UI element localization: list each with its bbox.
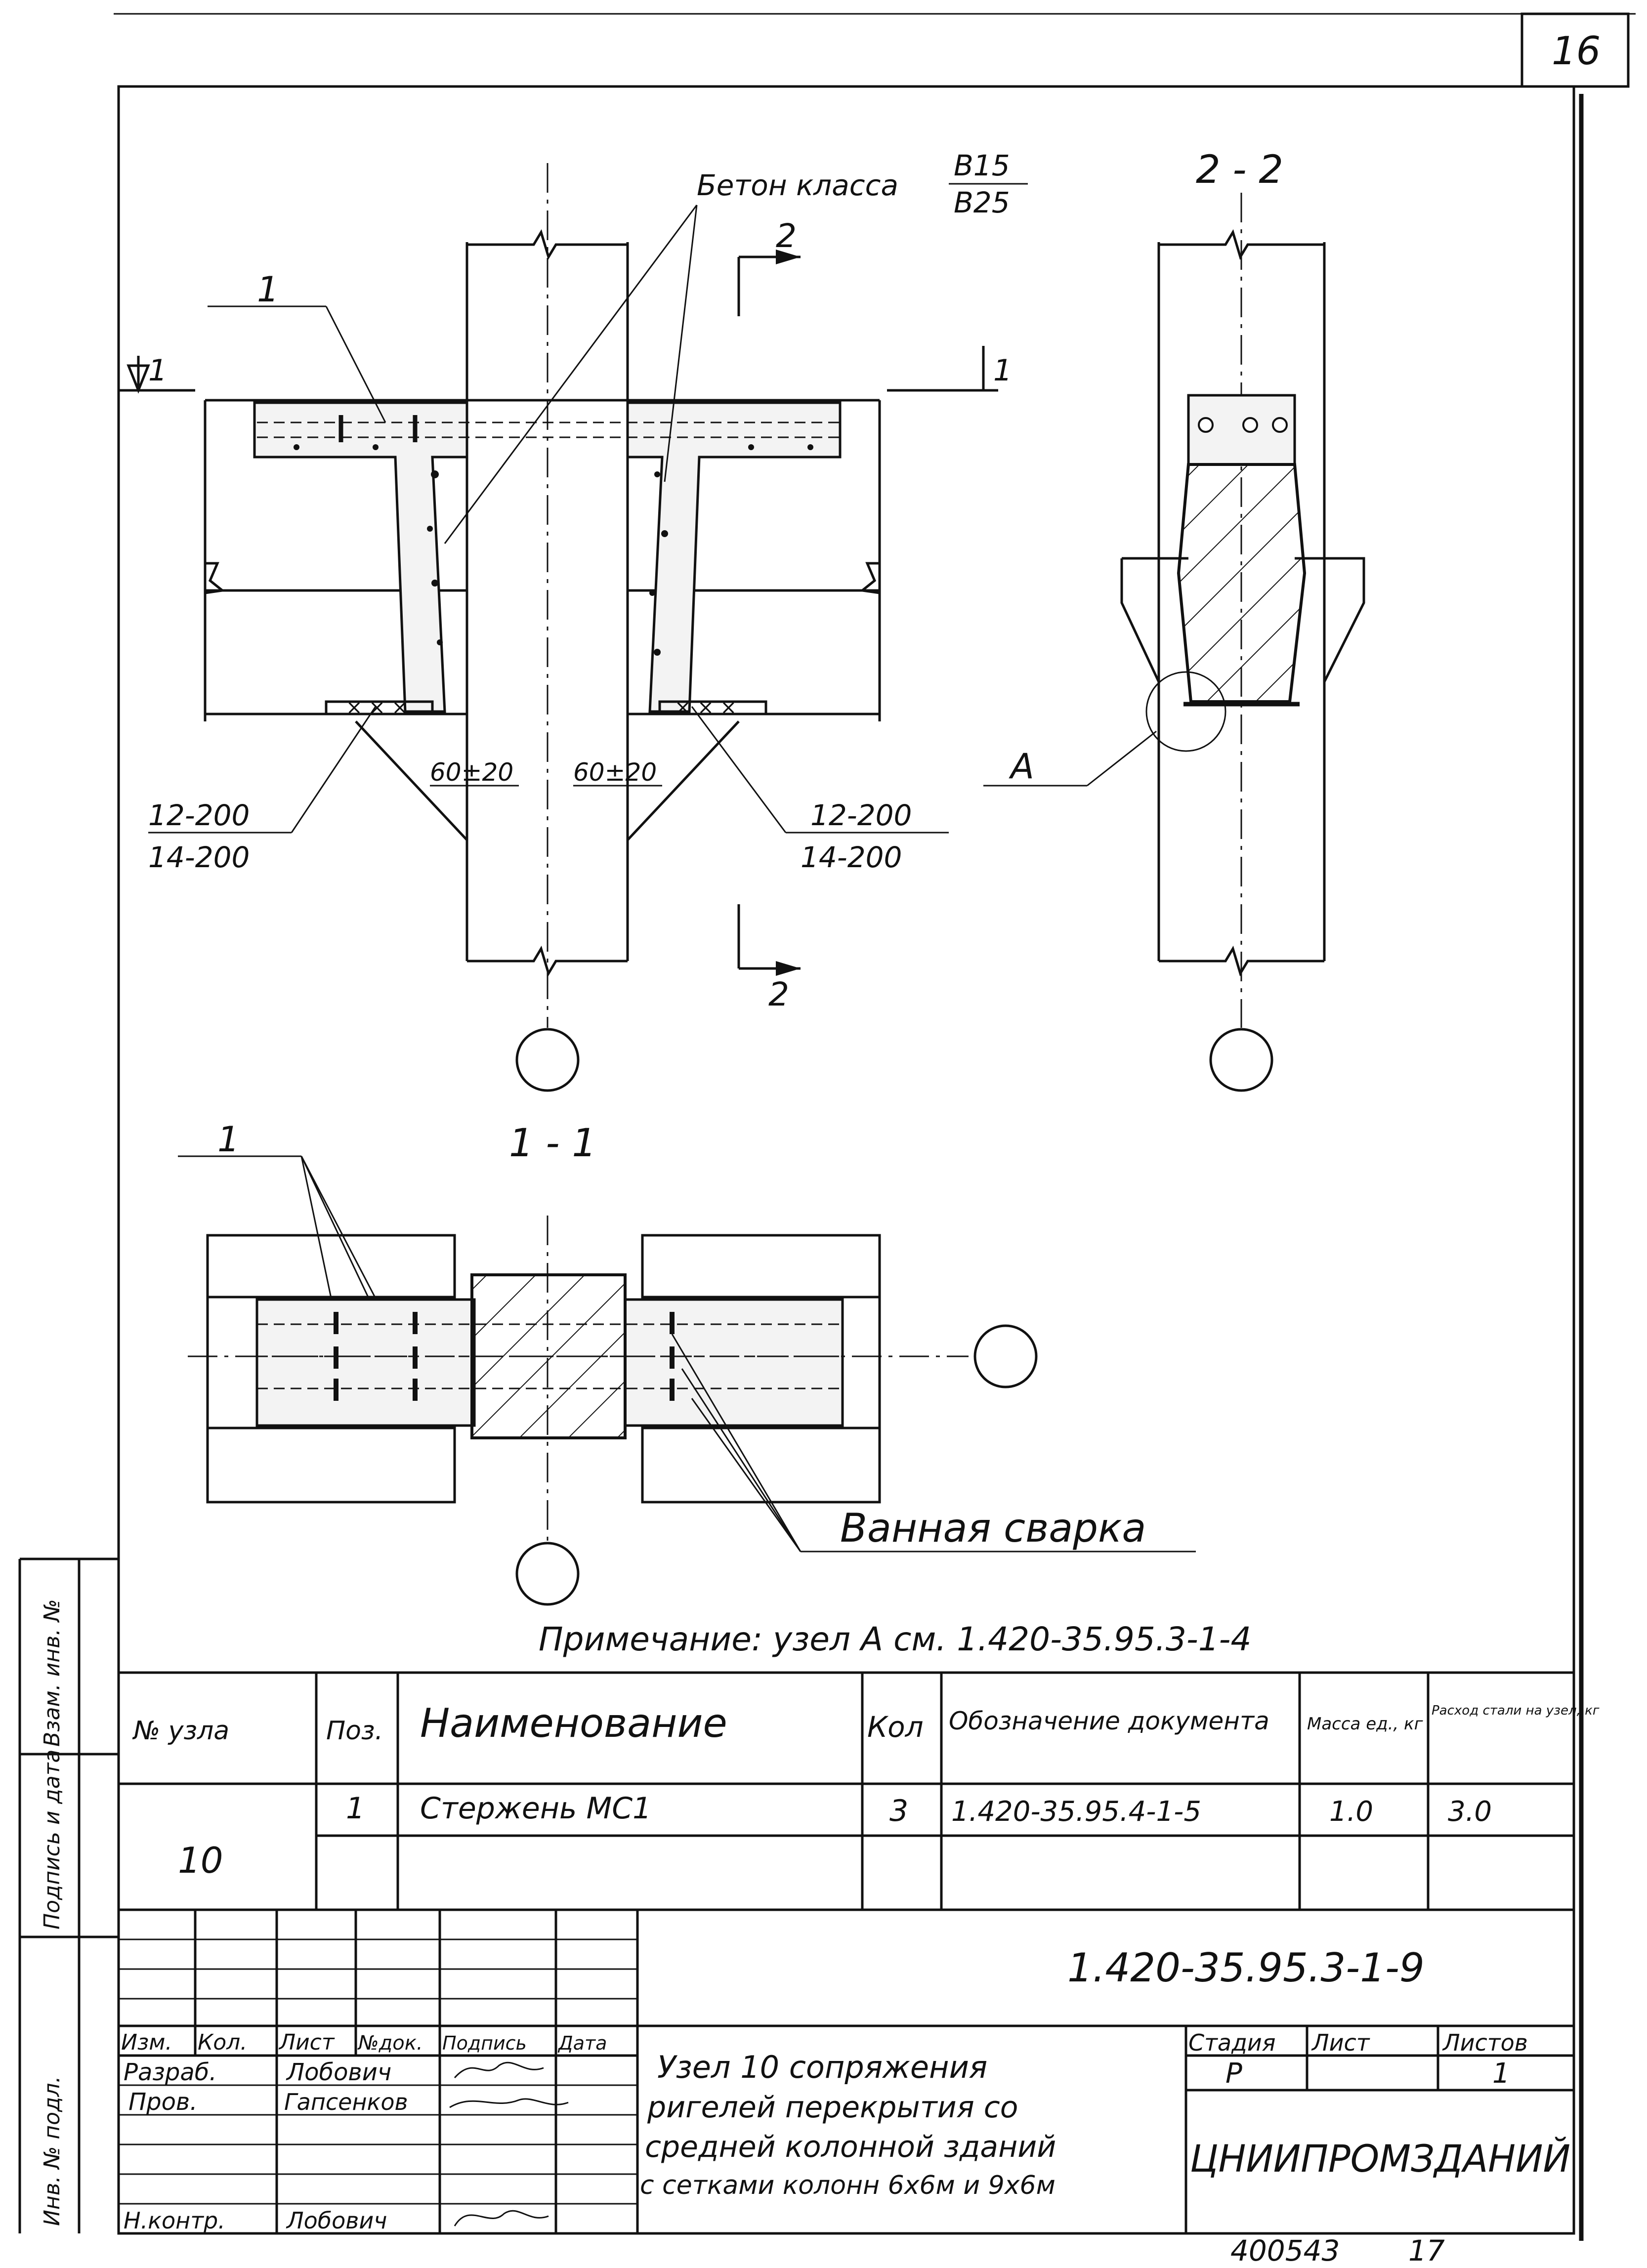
rebar-left-bottom: 14-200 (148, 840, 250, 874)
side-stamp-inv: Инв. № подл. (40, 2076, 65, 2226)
signature-razrab (454, 2061, 544, 2078)
header-steel: Расход стали на узел, кг (1432, 1703, 1600, 1718)
rebar-left-top: 12-200 (148, 798, 250, 832)
section-1-1: 1 1 - 1 Ва (178, 1119, 1196, 1606)
role-nkontr: Н.контр. (124, 2207, 225, 2234)
archive-code: 400543 (1230, 2234, 1340, 2268)
name-nkontr: Лобович (286, 2207, 387, 2234)
archive-sheet: 17 (1408, 2234, 1445, 2268)
row-doc: 1.420-35.95.4-1-5 (951, 1796, 1201, 1828)
col-ndok: №док. (357, 2032, 423, 2055)
row-pos: 1 (346, 1791, 365, 1826)
cut-mark-1-left: 1 (148, 353, 167, 388)
elevation-view: × × × × × × 1 1 2 2 1 Бетон класса B15 B… (119, 149, 1028, 1092)
cut-mark-2-top: 2 (776, 217, 797, 255)
side-stamp: Взам. инв. № Подпись и дата Инв. № подл. (18, 1557, 119, 2233)
sheet-frame: 16 400543 17 (114, 12, 1636, 2268)
drawing-note: Примечание: узел A см. 1.420-35.95.3-1-4 (539, 1620, 1252, 1658)
header-doc: Обозначение документа (949, 1707, 1269, 1735)
title-line-1: Узел 10 сопряжения (657, 2049, 987, 2085)
header-mass: Масса ед., кг (1307, 1714, 1424, 1734)
row-node: 10 (178, 1840, 223, 1881)
axis-bubble-plan-right (973, 1324, 1038, 1388)
row-name: Стержень МС1 (420, 1791, 651, 1826)
weld-label: Ванная сварка (840, 1505, 1146, 1551)
row-steel: 3.0 (1448, 1796, 1492, 1828)
col-data: Дата (557, 2032, 607, 2054)
signature-prov (449, 2098, 569, 2108)
col-podpis: Подпись (442, 2032, 527, 2054)
cut-mark-1-right: 1 (993, 353, 1012, 388)
rebar-right-bottom: 14-200 (801, 840, 902, 874)
header-node-no: № узла (132, 1716, 229, 1746)
axis-bubble-plan-bottom (515, 1542, 580, 1606)
role-prov: Пров. (128, 2088, 197, 2116)
header-name: Наименование (420, 1700, 727, 1746)
organization: ЦНИИПРОМЗДАНИЙ (1190, 2137, 1570, 2181)
gap-dim-right: 60±20 (573, 758, 657, 787)
col-list: Лист (278, 2030, 335, 2055)
section-2-2-title: 2 - 2 (1196, 148, 1283, 192)
role-razrab: Разраб. (124, 2058, 217, 2086)
svg-text:× × ×: × × × (675, 696, 737, 719)
title-line-2: ригелей перекрытия со (647, 2090, 1018, 2125)
page-number: 16 (1552, 29, 1601, 74)
sheets-label: Листов (1442, 2029, 1528, 2056)
header-qty: Кол (867, 1710, 924, 1744)
detail-circle-a (1145, 671, 1226, 752)
row-qty: 3 (889, 1794, 908, 1828)
concrete-label: Бетон класса (697, 168, 898, 202)
name-razrab: Лобович (286, 2058, 391, 2086)
callout-position-1-plan: 1 (217, 1119, 240, 1160)
callout-position-1: 1 (257, 269, 279, 310)
designation: 1.420-35.95.3-1-9 (1067, 1945, 1425, 1991)
name-prov: Гапсенков (284, 2089, 408, 2115)
side-stamp-vzam: Взам. инв. № (40, 1599, 65, 1747)
title-line-4: с сетками колонн 6х6м и 9х6м (640, 2171, 1056, 2200)
section-1-1-title: 1 - 1 (509, 1121, 596, 1166)
col-izm: Изм. (121, 2030, 172, 2055)
col-kol: Кол. (198, 2030, 247, 2055)
title-block: Изм. Кол. Лист №док. Подпись Дата Разраб… (117, 1910, 1574, 2234)
cut-mark-2-bottom: 2 (768, 975, 789, 1013)
concrete-class-bottom: B25 (954, 186, 1010, 219)
row-mass: 1.0 (1329, 1796, 1373, 1828)
header-pos: Поз. (326, 1716, 383, 1746)
spec-table: № узла Поз. Наименование Кол Обозначение… (119, 1671, 1600, 1911)
axis-bubble-section-2 (1209, 1028, 1273, 1092)
title-line-3: средней колонной зданий (645, 2130, 1056, 2164)
side-stamp-podpis: Подпись и дата (40, 1750, 65, 1930)
gap-dim-left: 60±20 (430, 758, 513, 787)
axis-bubble-elevation (515, 1028, 580, 1092)
stage-label: Стадия (1188, 2029, 1275, 2056)
svg-text:× × ×: × × × (346, 696, 408, 719)
stage-value: Р (1225, 2058, 1242, 2090)
sheet-label: Лист (1311, 2029, 1370, 2056)
signature-nkontr (454, 2210, 549, 2226)
rebar-right-top: 12-200 (810, 798, 912, 832)
section-2-2: 2 - 2 A (983, 148, 1365, 1092)
concrete-class-top: B15 (954, 149, 1010, 182)
sheets-value: 1 (1492, 2058, 1510, 2090)
detail-mark-a: A (1009, 746, 1034, 787)
